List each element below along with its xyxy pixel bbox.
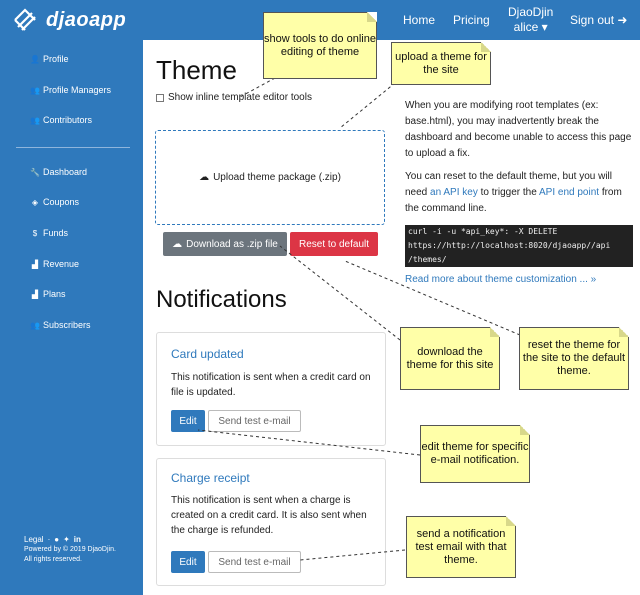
callout-inline-editor: show tools to do online editing of theme	[263, 12, 377, 79]
callout-send-test: send a notification test email with that…	[406, 516, 516, 578]
sidebar-item-plans[interactable]: ▟ Plans	[30, 289, 66, 299]
leader-line	[239, 77, 276, 98]
logo-icon	[14, 8, 36, 31]
signout-label: Sign out	[570, 13, 615, 27]
sidebar-item-label: Plans	[43, 289, 66, 299]
twitter-icon[interactable]: ✦	[63, 535, 70, 544]
theme-heading: Theme	[156, 55, 237, 85]
sidebar-divider	[16, 147, 130, 148]
send-test-email-button[interactable]: Send test e-mail	[208, 410, 301, 432]
upload-label: Upload theme package (.zip)	[213, 172, 341, 183]
sidebar-item-profile-managers[interactable]: 👥 Profile Managers	[30, 85, 111, 95]
legal-link[interactable]: Legal	[24, 535, 44, 544]
theme-help-text: When you are modifying root templates (e…	[405, 100, 632, 159]
leader-line	[339, 82, 396, 129]
github-icon[interactable]: ●	[54, 535, 60, 544]
org-name: DjaoDjin	[508, 5, 554, 19]
user-menu[interactable]: DjaoDjin alice ▾	[508, 5, 553, 35]
sidebar: 👤 Profile 👥 Profile Managers 👥 Contribut…	[0, 40, 143, 595]
brand-name: djaoapp	[46, 8, 127, 31]
help-text: from the command line.	[405, 187, 622, 214]
notification-desc: This notification is sent when a charge …	[171, 495, 367, 536]
api-endpoint-link[interactable]: API end point	[539, 187, 600, 198]
theme-upload-dropzone[interactable]: ☁ Upload theme package (.zip)	[155, 130, 385, 225]
footer-links: Legal · ● ✦ in	[24, 535, 81, 544]
sidebar-item-label: Coupons	[43, 197, 80, 207]
sidebar-item-label: Profile Managers	[43, 85, 112, 95]
edit-button[interactable]: Edit	[171, 551, 205, 573]
callout-reset-theme: reset the theme for the site to the defa…	[519, 327, 629, 390]
leader-line	[279, 245, 401, 341]
users-icon: 👥	[30, 115, 40, 125]
inline-editor-label: Show inline template editor tools	[168, 92, 312, 103]
users-icon: 👥	[30, 320, 40, 330]
read-more-link[interactable]: Read more about theme customization ... …	[405, 274, 597, 285]
nav-pricing-link[interactable]: Pricing	[453, 13, 490, 27]
sidebar-item-revenue[interactable]: ▟ Revenue	[30, 259, 79, 269]
edit-button[interactable]: Edit	[171, 410, 205, 432]
sidebar-item-funds[interactable]: $ Funds	[30, 228, 68, 238]
bar-chart-icon: ▟	[31, 259, 39, 269]
copyright: Powered by © 2019 DjaoDjin. All rights r…	[24, 545, 116, 565]
leader-line	[197, 429, 421, 456]
callout-upload-theme: upload a theme for the site	[391, 42, 491, 85]
brand-logo[interactable]: djaoapp	[12, 7, 126, 33]
notification-title: Charge receipt	[171, 471, 250, 485]
cloud-upload-icon: ☁	[199, 172, 210, 183]
users-icon: 👥	[30, 85, 40, 95]
curl-command: curl -i -u *api_key*: -X DELETE https://…	[405, 225, 633, 267]
chevron-down-icon: ▾	[541, 20, 548, 34]
download-theme-button[interactable]: ☁ Download as .zip file	[163, 232, 287, 256]
notification-card: Card updated This notification is sent w…	[156, 332, 386, 446]
rights-line: All rights reserved.	[24, 556, 82, 563]
sidebar-item-label: Revenue	[43, 259, 80, 269]
signout-link[interactable]: Sign out ➜	[570, 13, 627, 27]
reset-theme-button[interactable]: Reset to default	[290, 232, 378, 256]
copyright-line: Powered by © 2019 DjaoDjin.	[24, 546, 116, 553]
linkedin-icon[interactable]: in	[73, 535, 81, 544]
bar-chart-icon: ▟	[31, 289, 39, 299]
theme-reset-help: You can reset to the default theme, but …	[405, 169, 635, 217]
user-name: alice	[513, 20, 539, 34]
tag-icon: ◈	[31, 197, 39, 207]
download-label: Download as .zip file	[186, 238, 278, 250]
separator: ·	[47, 535, 51, 544]
help-text: You can reset to the default theme, but …	[405, 171, 612, 198]
leader-line	[299, 549, 406, 561]
notification-desc: This notification is sent when a credit …	[171, 372, 371, 398]
code-line: /themes/	[408, 255, 447, 264]
user-icon: 👤	[30, 54, 40, 64]
cloud-download-icon: ☁	[172, 238, 183, 250]
wrench-icon: 🔧	[30, 167, 40, 177]
sidebar-item-label: Funds	[43, 228, 69, 238]
sidebar-item-subscribers[interactable]: 👥 Subscribers	[30, 320, 91, 330]
notifications-heading: Notifications	[156, 286, 287, 313]
api-key-link[interactable]: an API key	[430, 187, 478, 198]
help-text: to trigger the	[477, 187, 539, 198]
notification-title: Card updated	[171, 347, 244, 361]
dollar-icon: $	[32, 228, 38, 238]
callout-edit-notification: edit theme for specific e-mail notificat…	[420, 425, 530, 483]
leader-line	[344, 260, 521, 336]
code-line: curl -i -u *api_key*: -X DELETE	[408, 227, 558, 236]
nav-home-link[interactable]: Home	[403, 13, 436, 27]
sidebar-item-label: Dashboard	[43, 167, 88, 177]
inline-editor-toggle[interactable]: Show inline template editor tools	[156, 92, 312, 103]
code-line: https://http://localhost:8020/djaoapp//a…	[408, 241, 611, 250]
notification-card: Charge receipt This notification is sent…	[156, 458, 386, 586]
sidebar-item-profile[interactable]: 👤 Profile	[30, 54, 69, 64]
inline-editor-checkbox[interactable]	[156, 93, 164, 102]
callout-download-theme: download the theme for this site	[400, 327, 500, 390]
send-test-email-button[interactable]: Send test e-mail	[208, 551, 301, 573]
sidebar-item-label: Subscribers	[43, 320, 91, 330]
sidebar-item-dashboard[interactable]: 🔧 Dashboard	[30, 167, 87, 177]
sidebar-item-label: Profile	[43, 54, 69, 64]
sidebar-item-coupons[interactable]: ◈ Coupons	[30, 197, 79, 207]
sidebar-item-contributors[interactable]: 👥 Contributors	[30, 115, 92, 125]
sidebar-item-label: Contributors	[43, 115, 93, 125]
signout-icon: ➜	[617, 13, 628, 27]
